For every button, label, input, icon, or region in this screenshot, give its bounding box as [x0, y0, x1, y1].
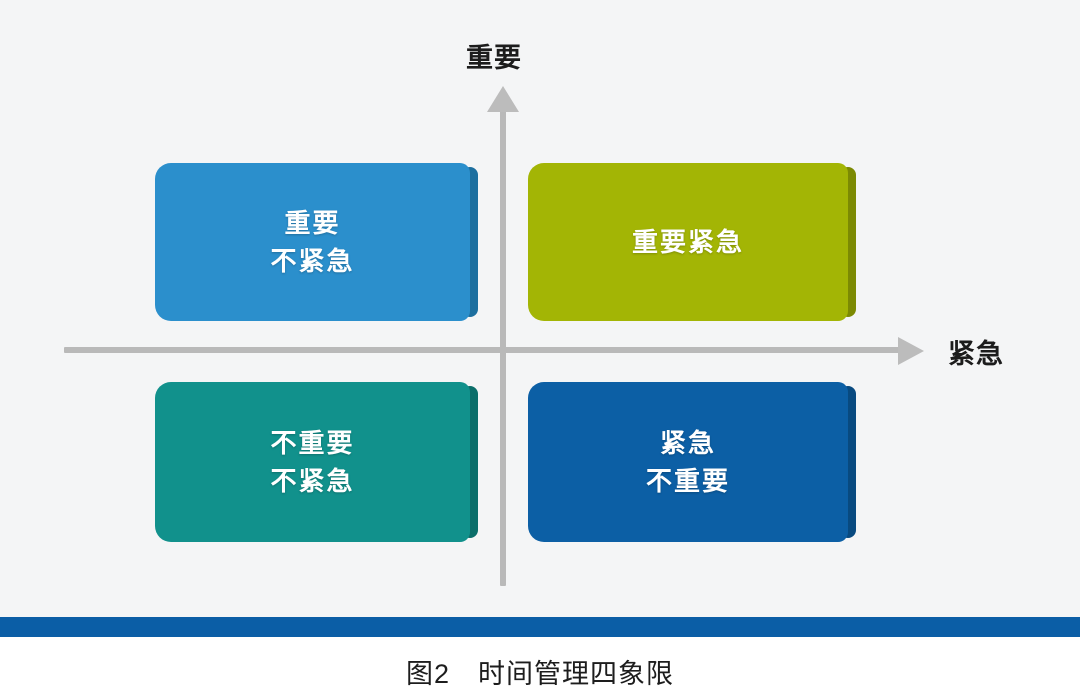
vertical-axis-line — [500, 104, 506, 586]
quadrant-not-important-not-urgent[interactable]: 不重要 不紧急 — [155, 382, 478, 542]
quadrant-face: 不重要 不紧急 — [155, 382, 470, 542]
quadrant-important-urgent[interactable]: 重要紧急 — [528, 163, 856, 321]
quadrant-face: 重要 不紧急 — [155, 163, 470, 321]
horizontal-axis-line — [64, 347, 900, 353]
quadrant-label-line-1: 重要紧急 — [631, 226, 744, 257]
figure-caption: 图2 时间管理四象限 — [405, 659, 675, 689]
horizontal-axis-arrow-icon — [898, 337, 924, 365]
quadrant-label-line-1: 不重要 — [270, 427, 355, 458]
quadrant-urgent-not-important[interactable]: 紧急 不重要 — [528, 382, 856, 542]
quadrant-face: 紧急 不重要 — [528, 382, 848, 542]
quadrant-label-line-2: 不紧急 — [270, 246, 355, 276]
vertical-axis-arrow-icon — [487, 86, 519, 112]
quadrant-label-line-1: 紧急 — [659, 427, 716, 458]
quadrant-label-line-2: 不重要 — [645, 466, 730, 496]
quadrant-label-line-1: 重要 — [284, 207, 341, 238]
vertical-axis-label: 重要 — [466, 43, 522, 73]
quadrant-face: 重要紧急 — [528, 163, 848, 321]
footer-divider — [0, 617, 1080, 637]
quadrant-important-not-urgent[interactable]: 重要 不紧急 — [155, 163, 478, 321]
horizontal-axis-label: 紧急 — [948, 339, 1004, 369]
quadrant-label-line-2: 不紧急 — [270, 466, 355, 496]
